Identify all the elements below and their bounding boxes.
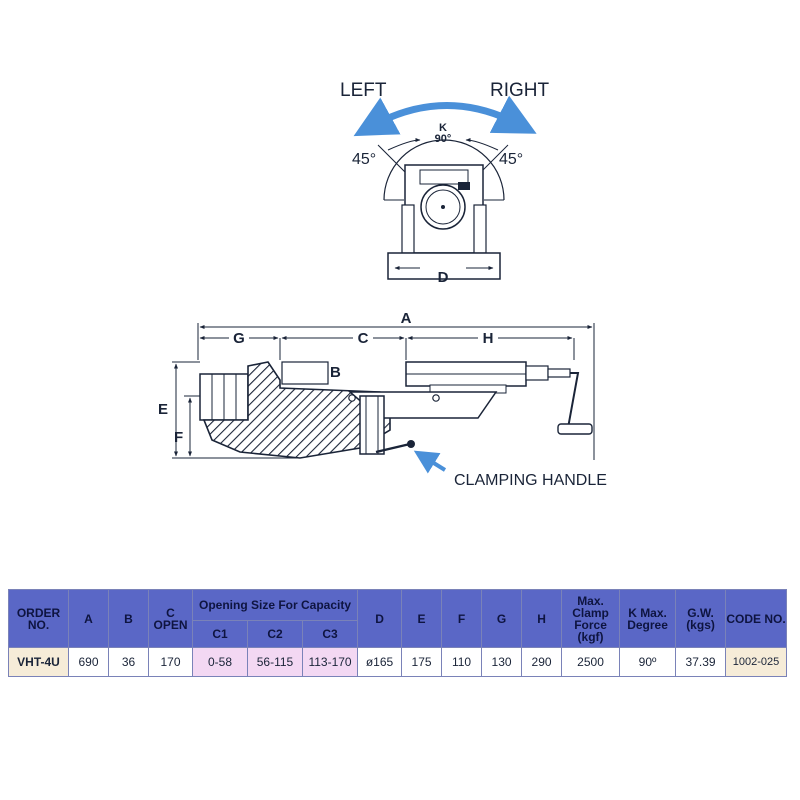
dim-d: D <box>438 269 449 286</box>
header-gw: G.W. (kgs) <box>675 589 727 648</box>
cell-e: 175 <box>401 647 443 677</box>
spec-table: ORDER NO. A B C OPEN Opening Size For Ca… <box>8 589 788 677</box>
header-c1: C1 <box>192 620 248 648</box>
header-b: B <box>108 589 149 648</box>
side-view: A G C H E F B <box>158 310 607 489</box>
cell-c2: 56-115 <box>247 647 303 677</box>
dim-a: A <box>401 310 412 327</box>
header-c3: C3 <box>301 620 359 648</box>
header-f: F <box>441 589 483 648</box>
clamping-handle <box>375 442 411 454</box>
cell-h: 290 <box>521 647 563 677</box>
cell-b: 36 <box>108 647 149 677</box>
cell-f: 110 <box>441 647 483 677</box>
cell-d: ø165 <box>357 647 403 677</box>
header-capacity: Opening Size For Capacity <box>191 589 359 621</box>
cell-code-no: 1002-025 <box>725 647 788 677</box>
rotation-arrow <box>353 95 537 137</box>
dim-b: B <box>330 364 341 381</box>
cell-g: 130 <box>481 647 523 677</box>
header-d: D <box>357 589 403 648</box>
label-right: RIGHT <box>490 80 550 101</box>
header-a: A <box>68 589 109 648</box>
dim-f: F <box>174 429 183 446</box>
header-c2: C2 <box>247 620 303 648</box>
dim-c: C <box>358 330 369 347</box>
cell-c1: 0-58 <box>192 647 248 677</box>
label-left: LEFT <box>340 80 387 101</box>
cell-a: 690 <box>68 647 109 677</box>
cell-order-no: VHT-4U <box>8 647 69 677</box>
top-view: LEFT RIGHT K 90° 45° 45° D <box>340 80 550 286</box>
angle-right: 45° <box>499 151 523 168</box>
cell-k-max: 90º <box>619 647 677 677</box>
dim-g: G <box>233 330 245 347</box>
dim-e: E <box>158 401 168 418</box>
header-c-open: C OPEN <box>148 589 193 648</box>
dim-h: H <box>483 330 494 347</box>
header-code-no: CODE NO. <box>725 589 788 648</box>
header-h: H <box>521 589 563 648</box>
table-row: VHT-4U 690 36 170 0-58 56-115 113-170 ø1… <box>8 647 788 677</box>
header-max-clamp: Max. Clamp Force (kgf) <box>561 589 621 648</box>
header-order-no: ORDER NO. <box>8 589 69 648</box>
clamping-handle-callout: CLAMPING HANDLE <box>454 472 607 489</box>
cell-gw: 37.39 <box>675 647 727 677</box>
angle-left: 45° <box>352 151 376 168</box>
cell-c-open: 170 <box>148 647 193 677</box>
k-angle: 90° <box>435 133 452 145</box>
technical-drawing: LEFT RIGHT K 90° 45° 45° D <box>158 80 607 489</box>
header-k-max: K Max. Degree <box>619 589 677 648</box>
cell-max-clamp: 2500 <box>561 647 621 677</box>
k-label: K <box>439 122 447 134</box>
header-g: G <box>481 589 523 648</box>
header-e: E <box>401 589 443 648</box>
cell-c3: 113-170 <box>301 647 359 677</box>
